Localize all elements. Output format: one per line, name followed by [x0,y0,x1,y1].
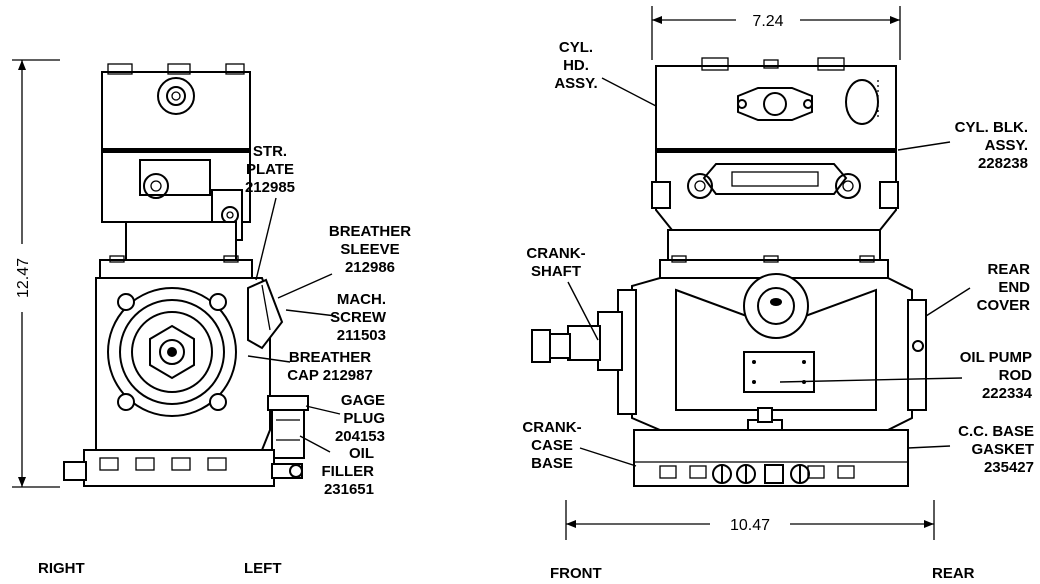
svg-text:228238: 228238 [978,155,1028,172]
svg-text:ASSY.: ASSY. [554,75,597,92]
svg-text:REAR: REAR [987,261,1030,278]
callout-oil-filler: OIL FILLER 231651 [299,435,375,498]
svg-text:204153: 204153 [335,428,385,445]
svg-text:FILLER: FILLER [322,463,375,480]
callout-cyl-blk-assy: CYL. BLK. ASSY. 228238 [897,119,1028,172]
height-dimension: 12.47 [12,59,60,488]
svg-text:222334: 222334 [982,385,1033,402]
top-width-label: 7.24 [752,13,783,30]
label-left-side: LEFT [244,560,282,577]
svg-text:OIL PUMP: OIL PUMP [960,349,1032,366]
svg-text:BREATHER: BREATHER [289,349,371,366]
callout-breather-cap: BREATHER CAP 212987 [247,349,373,384]
svg-text:BASE: BASE [531,455,573,472]
svg-text:CRANK-: CRANK- [526,245,585,262]
callout-str-plate: STR. PLATE 212985 [245,143,295,281]
svg-text:COVER: COVER [977,297,1031,314]
svg-text:CRANK-: CRANK- [522,419,581,436]
label-right-side: RIGHT [38,560,85,577]
callout-gage-plug: GAGE PLUG 204153 [305,392,385,445]
svg-text:SHAFT: SHAFT [531,263,581,280]
svg-text:CASE: CASE [531,437,573,454]
base-width-dimension: 10.47 [565,500,935,540]
svg-text:PLUG: PLUG [343,410,385,427]
callout-crankshaft: CRANK- SHAFT [526,245,599,341]
svg-text:MACH.: MACH. [337,291,386,308]
svg-text:ASSY.: ASSY. [985,137,1028,154]
side-view-drawing [63,63,309,487]
top-width-dimension: 7.24 [651,6,901,60]
base-width-label: 10.47 [730,517,770,534]
label-rear-side: REAR [932,565,975,582]
svg-text:231651: 231651 [324,481,374,498]
svg-text:STR.: STR. [253,143,287,160]
svg-text:GASKET: GASKET [971,441,1034,458]
svg-text:212986: 212986 [345,259,395,276]
height-dimension-label: 12.47 [15,258,32,298]
svg-text:CAP 212987: CAP 212987 [287,367,373,384]
callout-mach-screw: MACH. SCREW 211503 [285,291,387,344]
svg-text:212985: 212985 [245,179,295,196]
front-view-drawing [531,57,927,487]
callout-rear-end-cover: REAR END COVER [925,261,1031,317]
svg-text:PLATE: PLATE [246,161,294,178]
svg-text:SCREW: SCREW [330,309,387,326]
svg-text:CYL.: CYL. [559,39,593,56]
callout-breather-sleeve: BREATHER SLEEVE 212986 [277,223,411,299]
callout-cyl-hd-assy: CYL. HD. ASSY. [554,39,657,107]
svg-text:HD.: HD. [563,57,589,74]
svg-text:GAGE: GAGE [341,392,385,409]
svg-text:BREATHER: BREATHER [329,223,411,240]
label-front-side: FRONT [550,565,602,582]
callout-oil-pump-rod: OIL PUMP ROD 222334 [779,349,1033,402]
svg-text:OIL: OIL [349,445,374,462]
svg-text:END: END [998,279,1030,296]
callout-crankcase-base: CRANK- CASE BASE [522,419,637,472]
svg-text:SLEEVE: SLEEVE [340,241,399,258]
svg-text:ROD: ROD [999,367,1033,384]
svg-text:CYL. BLK.: CYL. BLK. [955,119,1028,136]
svg-text:C.C. BASE: C.C. BASE [958,423,1034,440]
svg-text:211503: 211503 [337,327,386,344]
callout-cc-base-gasket: C.C. BASE GASKET 235427 [907,423,1034,476]
svg-text:235427: 235427 [984,459,1034,476]
